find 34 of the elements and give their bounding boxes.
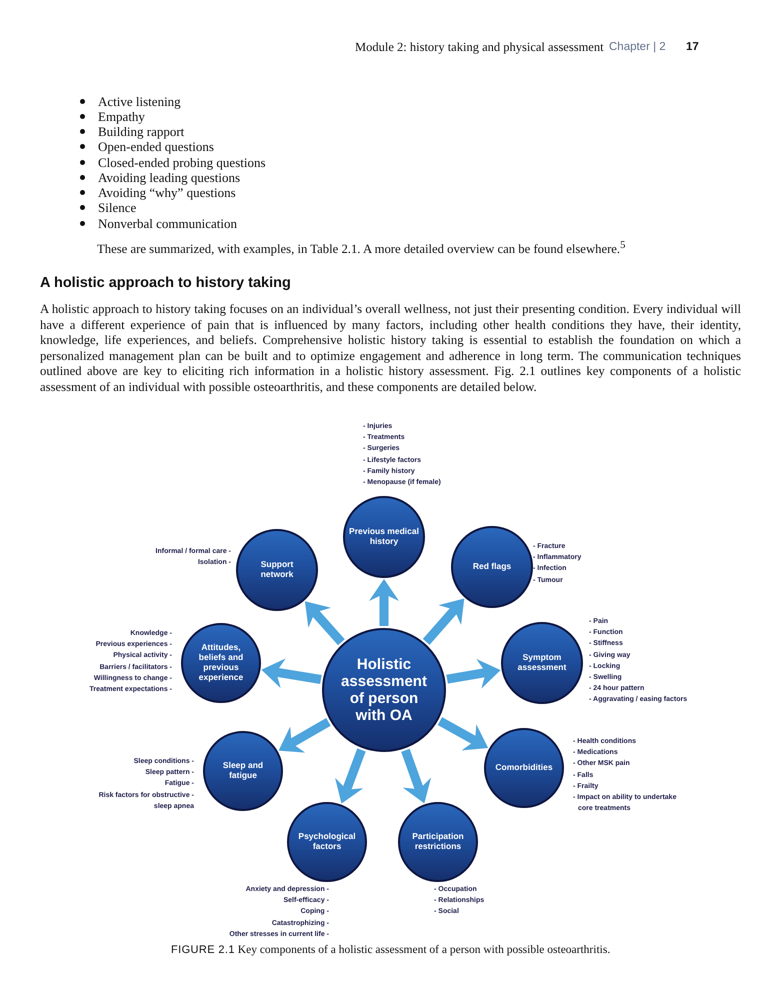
list-item-text: Nonverbal communication [98, 216, 237, 230]
node-label: Comorbidities [494, 763, 554, 773]
list-item-text: Avoiding “why” questions [98, 185, 236, 200]
chapter-label: Chapter | 2 [609, 40, 666, 55]
body-paragraph: A holistic approach to history taking focuses on an individual’s overall wellness, not just their presenting condition. Every individual will have a different experience of pain that is influenced by many factors, including other health conditions they have, their identity, knowledge, life experiences, and beliefs. Comprehensive holistic history taking is essential to establish the foundation on which a personalized management plan can be built and to optimize engagement and adherence in long term. The communication techniques outlined above are key to eliciting rich information in a holistic history assessment. Fig. 2.1 outlines key components of a holistic assessment of an individual with possible osteoarthritis, and these components are detailed below. [40, 302, 741, 395]
list-item-text: Active listening [98, 94, 181, 108]
list-item-text: Avoiding leading questions [98, 170, 240, 185]
list-item-text: Closed-ended probing questions [98, 154, 266, 170]
arrow [261, 658, 322, 688]
node-label: Psychological factors [297, 832, 357, 852]
node-label: Attitudes, beliefs and previous experience [198, 643, 244, 683]
arrow [422, 598, 464, 645]
node-label: Symptom assessment [516, 653, 568, 673]
arrow [446, 659, 501, 689]
node-label: Red flags [472, 562, 512, 572]
arrow [401, 748, 432, 804]
list-item-text: Building rapport [98, 124, 184, 139]
node-label: Sleep and fatigue [222, 761, 264, 781]
arrow [304, 601, 345, 646]
list-item-text: Empathy [98, 108, 145, 124]
running-header: Module 2: history taking and physical assessment [355, 40, 604, 55]
arrow [369, 579, 399, 626]
node-label: Holistic assessment of person with OA [340, 656, 428, 724]
arrow [278, 718, 331, 753]
body-paragraph: These are summarized, with examples, in Table 2.1. A more detailed overview can be found elsewhere.$^{5}$ [97, 239, 626, 258]
page-number: 17 [686, 40, 699, 55]
node-label: Support network [260, 560, 294, 580]
list-item-text: Silence [98, 200, 136, 216]
section-heading: A holistic approach to history taking [40, 274, 291, 292]
node-label: Previous medical history [348, 527, 420, 547]
list-item-text: Open-ended questions [98, 139, 214, 154]
figure-caption: FIGURE 2.1 Key components of a holistic assessment of a person with possible osteoarthritis. [171, 943, 610, 957]
node-label: Participation restrictions [411, 832, 465, 852]
arrow [335, 748, 366, 804]
